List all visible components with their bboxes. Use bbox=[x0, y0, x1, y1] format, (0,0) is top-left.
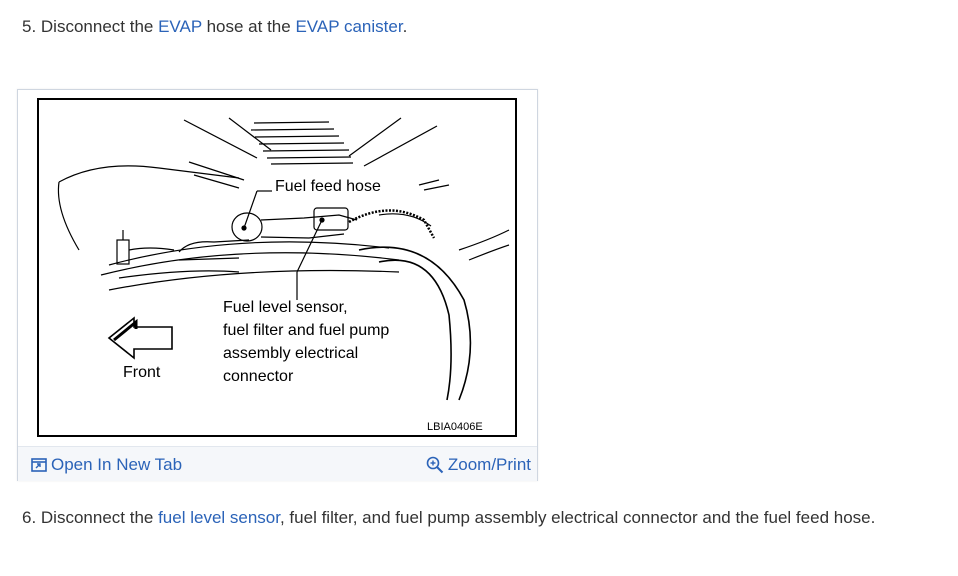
step-5-text: 5. Disconnect the EVAP hose at the EVAP … bbox=[22, 16, 407, 38]
sensor-label-line-4: connector bbox=[223, 368, 294, 385]
open-new-tab-icon bbox=[31, 458, 47, 472]
zoom-print-button[interactable]: Zoom/Print bbox=[426, 455, 531, 475]
evap-link[interactable]: EVAP bbox=[158, 17, 202, 36]
figure-code-label: LBIA0406E bbox=[427, 421, 483, 433]
fuel-pump-illustration bbox=[57, 117, 510, 401]
zoom-print-label: Zoom/Print bbox=[447, 455, 531, 474]
open-in-new-tab-label: Open In New Tab bbox=[51, 455, 183, 474]
step-6-text: 6. Disconnect the fuel level sensor, fue… bbox=[22, 507, 875, 529]
step-5-prefix: 5. Disconnect the bbox=[22, 17, 159, 36]
left-arrow-icon bbox=[107, 316, 173, 360]
evap-canister-link[interactable]: EVAP canister bbox=[295, 17, 403, 36]
zoom-magnifier-icon bbox=[426, 456, 444, 474]
diagram-image: Fuel feed hose Fuel level sensor, fuel f… bbox=[37, 98, 517, 437]
step-5-middle: hose at the bbox=[201, 17, 296, 36]
open-in-new-tab-button[interactable]: Open In New Tab bbox=[31, 455, 182, 475]
step-6-suffix: , fuel filter, and fuel pump assembly el… bbox=[279, 508, 876, 527]
fuel-feed-hose-label: Fuel feed hose bbox=[275, 178, 381, 195]
figure-toolbar: Open In New Tab Zoom/Print bbox=[18, 446, 537, 481]
sensor-label-line-1: Fuel level sensor, bbox=[223, 299, 348, 316]
sensor-label-line-2: fuel filter and fuel pump bbox=[223, 322, 390, 339]
fuel-level-sensor-link[interactable]: fuel level sensor bbox=[158, 508, 280, 527]
figure-box: Fuel feed hose Fuel level sensor, fuel f… bbox=[17, 89, 538, 481]
step-5-suffix: . bbox=[402, 17, 408, 36]
sensor-label-line-3: assembly electrical bbox=[223, 345, 359, 362]
step-6-prefix: 6. Disconnect the bbox=[22, 508, 159, 527]
front-label: Front bbox=[123, 364, 161, 381]
